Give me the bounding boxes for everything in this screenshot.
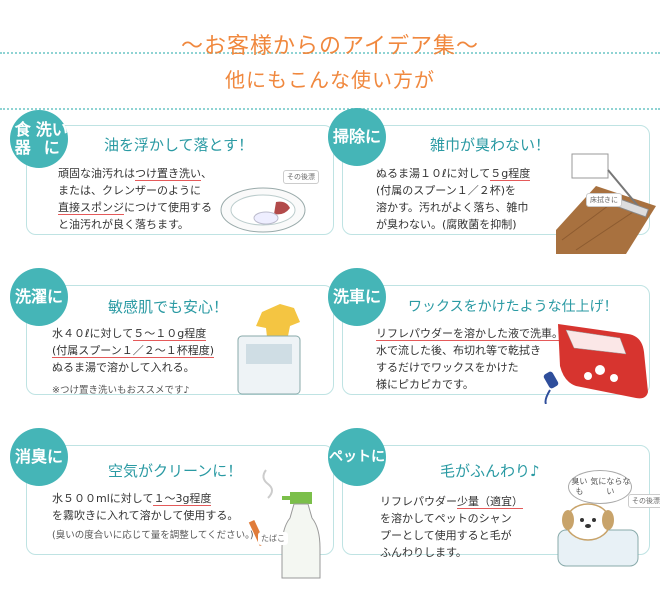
card-body-pets: リフレパウダー少量（適宜） を溶かしてペットのシャンプーとして使用すると毛がふんわ…	[380, 493, 523, 561]
page-title: 〜お客様からのアイデア集〜	[181, 34, 479, 59]
badge-text: 消臭に	[14, 447, 63, 466]
body-text: (付属のスプーン１／２杯)	[376, 184, 506, 197]
highlighted-text: つけ置き洗い	[135, 167, 201, 181]
card-body-laundry: 水４０ℓに対して５〜１０g程度 (付属スプーン１／２〜１杯程度) ぬるま湯で溶かして…	[52, 325, 215, 376]
body-line: (付属のスプーン１／２杯)を	[376, 182, 530, 199]
laundry-basket-illustration	[237, 304, 301, 395]
body-text: または、クレンザーのように	[58, 184, 201, 197]
body-text: 様にピカピカです。	[376, 378, 474, 391]
body-text: 溶かす。汚れがよく落ち、雑巾	[376, 201, 529, 214]
body-line: 水で流した後、布切れ等で乾拭き	[376, 342, 563, 359]
badge-cleaning: 掃除に	[328, 108, 386, 166]
highlighted-text: 少量（適宜）	[457, 495, 523, 509]
card-heading-carwash: ワックスをかけたような仕上げ！	[408, 299, 618, 315]
body-line: が臭わない。(腐敗菌を抑制)	[376, 216, 530, 233]
body-text: ふんわりします。	[380, 546, 467, 559]
body-text: 水で流した後、布切れ等で乾拭き	[376, 344, 541, 357]
badge-text: ペットに	[329, 449, 385, 465]
badge-laundry: 洗濯に	[10, 268, 68, 326]
page-subtitle: 他にもこんな使い方が	[225, 68, 435, 92]
tag-dishes: その後漂	[283, 170, 319, 184]
dish-illustration	[220, 187, 306, 233]
body-text: プーとして使用すると毛が	[380, 529, 512, 542]
body-line: を霧吹きに入れて溶かして使用する。	[52, 507, 238, 524]
body-line: と油汚れが良く落ちます。	[58, 216, 212, 233]
body-line: リフレパウダー少量（適宜）	[380, 493, 523, 510]
card-body-carwash: リフレパウダーを溶かした液で洗車。水で流した後、布切れ等で乾拭きするだけでワック…	[376, 325, 563, 393]
body-line: または、クレンザーのように	[58, 182, 212, 199]
tag-cigarette: たばこ	[258, 532, 288, 545]
highlighted-text: ５〜１０g程度	[133, 327, 207, 341]
card-body-deodorize: 水５００mlに対して１〜3g程度を霧吹きに入れて溶かして使用する。	[52, 490, 238, 524]
card-body-cleaning: ぬるま湯１０ℓに対して５g程度(付属のスプーン１／２杯)を溶かす。汚れがよく落ち…	[376, 165, 531, 233]
bubble-text: 気にならない	[590, 477, 631, 496]
body-text: 頑固な油汚れは	[58, 167, 135, 180]
car-illustration	[543, 324, 648, 404]
body-line: ふんわりします。	[380, 544, 523, 561]
card-note-laundry: ※つけ置き洗いもおススメです♪	[52, 385, 190, 396]
badge-text: 掃除に	[332, 127, 381, 146]
body-line: 様にピカピカです。	[376, 376, 563, 393]
body-text: を	[505, 184, 517, 197]
highlighted-text: リフレパウダーを溶かした液で洗車。	[376, 327, 563, 341]
card-heading-deodorize: 空気がクリーンに！	[108, 462, 243, 480]
badge-pets: ペットに	[328, 428, 386, 486]
badge-text: 食 器	[14, 120, 31, 157]
body-text: リフレパウダー	[380, 495, 457, 508]
card-heading-cleaning: 雑巾が臭わない！	[430, 136, 551, 154]
body-line: 直接スポンジにつけて使用する	[58, 199, 212, 216]
body-line: 溶かす。汚れがよく落ち、雑巾	[376, 199, 530, 216]
body-text: ぬるま湯で溶かして入れる。	[52, 361, 195, 374]
bottom-dotted-line	[0, 108, 660, 110]
body-line: (付属スプーン１／２〜１杯程度)	[52, 342, 215, 359]
body-text: を霧吹きに入れて溶かして使用する。	[52, 509, 239, 522]
badge-dishes: 食 器洗いに	[10, 110, 68, 168]
body-line: 水５００mlに対して１〜3g程度	[52, 490, 238, 507]
body-line: リフレパウダーを溶かした液で洗車。	[376, 325, 563, 342]
body-text: 水５００mlに対して	[52, 492, 154, 505]
highlighted-text: 直接スポンジ	[58, 201, 124, 215]
dog-bath-illustration	[557, 503, 639, 567]
body-line: プーとして使用すると毛が	[380, 527, 523, 544]
highlighted-text: １〜3g程度	[153, 492, 212, 506]
body-line: ぬるま湯で溶かして入れる。	[52, 359, 214, 376]
body-line: を溶かしてペットのシャン	[380, 510, 523, 527]
badge-text: 洗いに	[35, 120, 68, 157]
body-line: ぬるま湯１０ℓに対して５g程度	[376, 165, 531, 182]
body-text: ぬるま湯１０ℓに対して	[376, 167, 491, 180]
badge-text: 洗車に	[332, 287, 381, 306]
bubble-text: 臭いも	[571, 477, 588, 496]
speech-bubble-pets: 臭いも気にならない	[568, 470, 632, 504]
card-body-dishes: 頑固な油汚れはつけ置き洗い、または、クレンザーのように直接スポンジにつけて使用す…	[58, 165, 212, 233]
body-line: 頑固な油汚れはつけ置き洗い、	[58, 165, 212, 182]
body-text: 、	[201, 167, 212, 180]
badge-text: 洗濯に	[14, 287, 63, 306]
card-note-deodorize: (臭いの度合いに応じて量を調整してください。)	[52, 530, 254, 541]
body-text: と油汚れが良く落ちます。	[58, 218, 189, 231]
card-heading-dishes: 油を浮かして落とす！	[104, 136, 254, 154]
highlighted-text: (付属スプーン１／２〜１杯程度)	[52, 344, 215, 358]
body-text: するだけでワックスをかけた	[376, 361, 519, 374]
card-heading-pets: 毛がふんわり♪	[440, 462, 540, 480]
card-heading-laundry: 敏感肌でも安心！	[108, 298, 229, 316]
tag-cleaning: 床拭きに	[586, 193, 622, 207]
badge-carwash: 洗車に	[328, 268, 386, 326]
spray-bottle-illustration	[248, 469, 321, 579]
tag-pets: その後漂	[628, 494, 660, 508]
body-line: するだけでワックスをかけた	[376, 359, 563, 376]
body-text: 水４０ℓに対して	[52, 327, 134, 340]
highlighted-text: ５g程度	[490, 167, 531, 181]
top-dotted-line	[0, 52, 660, 54]
badge-deodorize: 消臭に	[10, 428, 68, 486]
body-text: を溶かしてペットのシャン	[380, 512, 512, 525]
body-line: 水４０ℓに対して５〜１０g程度	[52, 325, 214, 342]
body-text: につけて使用する	[124, 201, 212, 214]
body-text: が臭わない。(腐敗菌を抑制)	[376, 218, 517, 231]
